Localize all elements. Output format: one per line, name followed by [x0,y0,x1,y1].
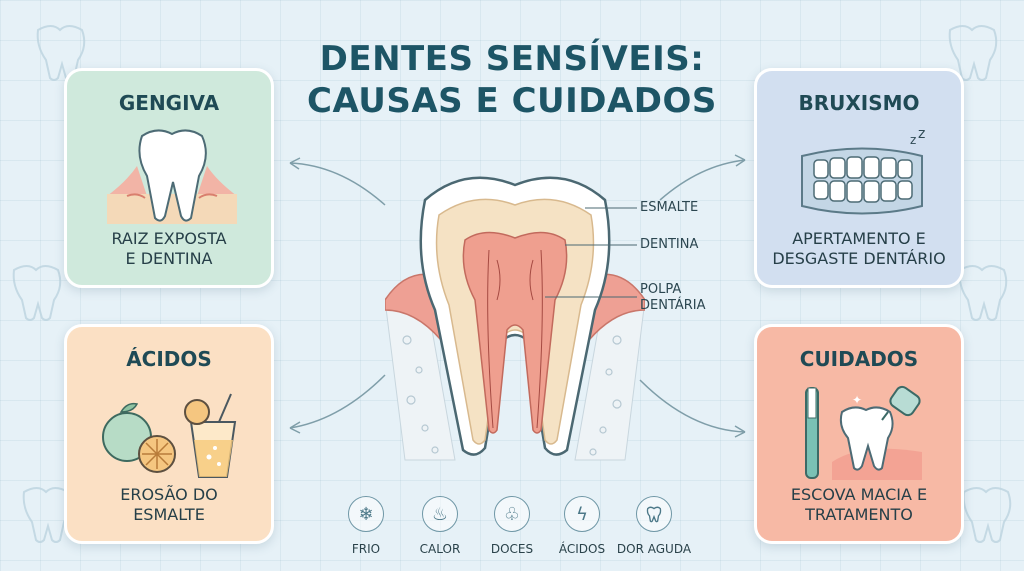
cupcake-icon: ♧ [494,496,530,532]
card-acidos-title: ÁCIDOS [126,347,212,371]
card-cuidados-desc: ESCOVA MACIA E TRATAMENTO [790,485,928,524]
toothbrush-treatment-icon: ✦ [805,385,922,480]
card-cuidados: CUIDADOS ✦ ESCOVA MACIA E TRATAMENTO [754,324,964,544]
card-acidos: ÁCIDOS EROSÃO DO ESMALTE [64,324,274,544]
svg-text:z: z [910,133,916,147]
symptom-frio-label: FRIO [351,542,381,556]
exposed-root-tooth-icon [107,129,237,224]
symptom-calor-label: CALOR [419,542,461,556]
arrow-to-bruxismo [659,159,746,201]
arrow-to-cuidados [639,379,746,433]
symptom-calor: ♨ CALOR [400,496,480,556]
symptom-acidos: ϟ ÁCIDOS [542,496,622,556]
card-gengiva-desc: RAIZ EXPOSTA E DENTINA [111,229,227,268]
flame-icon: ♨ [422,496,458,532]
svg-text:✦: ✦ [852,393,862,407]
page-title: DENTES SENSÍVEIS: CAUSAS E CUIDADOS [262,38,762,122]
lightning-icon: ϟ [564,496,600,532]
symptom-frio: ❄ FRIO [326,496,406,556]
clenched-teeth-icon: z z [801,126,925,215]
symptom-doces: ♧ DOCES [472,496,552,556]
card-gengiva-title: GENGIVA [118,91,220,115]
label-polpa: POLPA DENTÁRIA [640,282,706,313]
title-line-1: DENTES SENSÍVEIS: [319,39,705,79]
symptom-acidos-label: ÁCIDOS [558,542,606,556]
symptom-dor-aguda-label: DOR AGUDA [616,542,692,556]
label-esmalte: ESMALTE [640,200,699,215]
svg-text:z: z [918,126,925,142]
title-line-2: CAUSAS E CUIDADOS [307,81,717,121]
arrow-to-acidos [289,374,386,429]
card-bruxismo: BRUXISMO z z APERTAMENTO E DESGASTE DENT… [754,68,964,288]
label-dentina: DENTINA [640,237,699,252]
arrow-to-gengiva [289,162,386,206]
card-bruxismo-desc: APERTAMENTO E DESGASTE DENTÁRIO [772,229,946,268]
citrus-drink-icon [102,393,237,478]
card-bruxismo-title: BRUXISMO [798,91,920,115]
tooth-pain-icon [636,496,672,532]
card-gengiva: GENGIVA RAIZ EXPOSTA E DENTINA [64,68,274,288]
tooth-cross-section-diagram [385,176,645,461]
symptom-dor-aguda: DOR AGUDA [614,496,694,556]
snowflake-icon: ❄ [348,496,384,532]
card-cuidados-title: CUIDADOS [799,347,919,371]
symptom-doces-label: DOCES [490,542,534,556]
card-acidos-desc: EROSÃO DO ESMALTE [120,485,218,524]
